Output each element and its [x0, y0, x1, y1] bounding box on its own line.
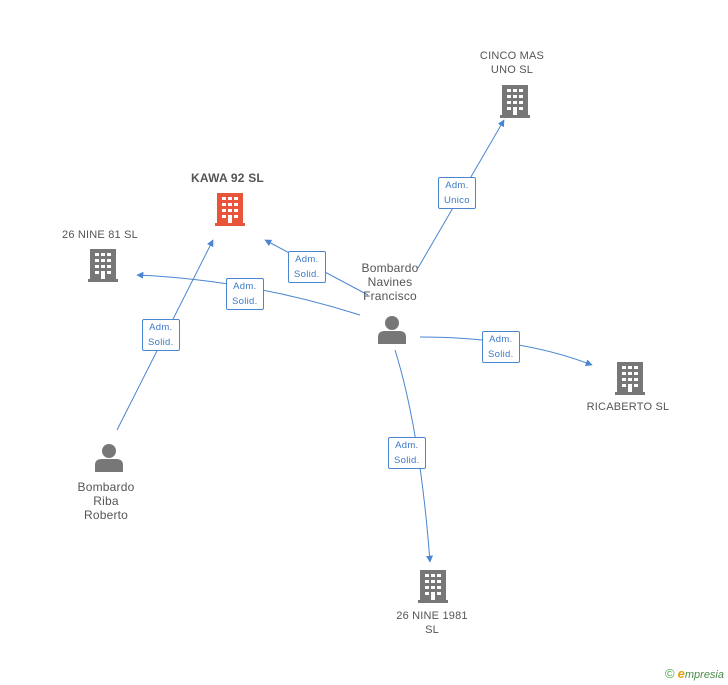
building-icon[interactable] — [615, 362, 645, 395]
edge-label-navines-kawa: Adm. Solid. — [288, 251, 326, 283]
node-label-nine81[interactable]: 26 NINE 81 SL — [62, 229, 138, 241]
building-icon[interactable] — [215, 193, 245, 226]
node-label-riba[interactable]: Bombardo Riba Roberto — [77, 480, 135, 522]
edge-label-riba-kawa: Adm. Solid. — [142, 319, 180, 351]
node-label-nine1981[interactable]: 26 NINE 1981 SL — [396, 610, 468, 636]
person-icon[interactable] — [378, 316, 406, 344]
node-label-ricaberto[interactable]: RICABERTO SL — [586, 401, 670, 413]
node-label-kawa[interactable]: KAWA 92 SL — [191, 171, 264, 185]
node-label-navines[interactable]: Bombardo Navines Francisco — [361, 261, 419, 303]
building-icon[interactable] — [88, 249, 118, 282]
edge-label-navines-ricaberto: Adm. Solid. — [482, 331, 520, 363]
edge-label-navines-cinco: Adm. Unico — [438, 177, 476, 209]
copyright-symbol: © — [664, 666, 675, 681]
brand-initial: e — [677, 666, 685, 681]
edge-label-navines-nine1981: Adm. Solid. — [388, 437, 426, 469]
person-icon[interactable] — [95, 444, 123, 472]
building-icon[interactable] — [500, 85, 530, 118]
footer-brand: © empresia — [665, 666, 724, 681]
edge-label-navines-nine81: Adm. Solid. — [226, 278, 264, 310]
brand-name: mpresia — [684, 669, 724, 681]
node-label-cinco[interactable]: CINCO MAS UNO SL — [479, 50, 545, 76]
building-icon[interactable] — [418, 570, 448, 603]
